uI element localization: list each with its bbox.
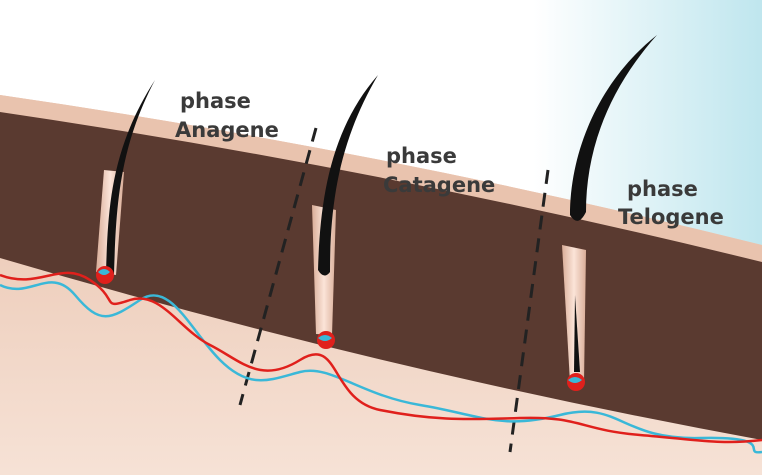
telogene-label-name: Telogene [618,205,724,229]
anagene-label-name: Anagene [175,118,279,142]
anagene-label-word: phase [180,89,251,113]
catagene-label-name: Catagene [383,173,495,197]
epidermis [0,95,762,262]
phase-divider [508,169,550,453]
anagene-hair [96,80,155,284]
telogene-hair [562,35,657,391]
catagene-hair [312,75,378,349]
vein [0,281,762,454]
telogene-label-word: phase [627,177,698,201]
artery [0,271,762,444]
phase-divider [238,127,318,406]
catagene-label-word: phase [386,144,457,168]
